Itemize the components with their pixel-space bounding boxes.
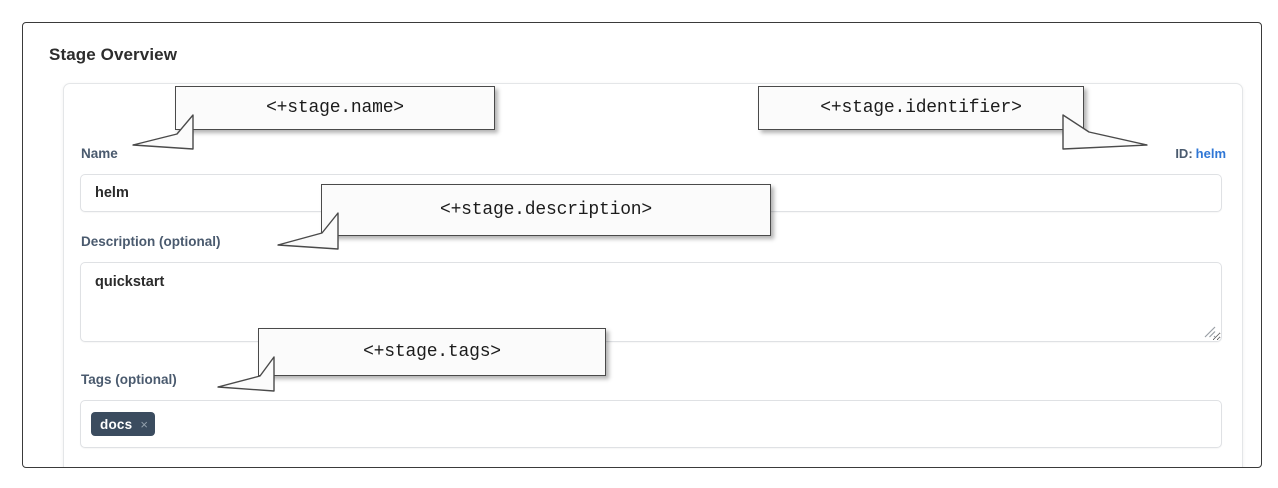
stage-identifier-callout: <+stage.identifier> xyxy=(758,86,1084,130)
stage-description-callout: <+stage.description> xyxy=(321,184,771,236)
description-label: Description (optional) xyxy=(81,234,221,249)
stage-tags-callout: <+stage.tags> xyxy=(258,328,606,376)
name-label: Name xyxy=(81,146,118,161)
description-textarea[interactable] xyxy=(80,262,1222,342)
screenshot-frame: Stage Overview Name ID:helm Description … xyxy=(22,22,1262,468)
tags-input[interactable]: docs × xyxy=(80,400,1222,448)
tags-label: Tags (optional) xyxy=(81,372,177,387)
stage-id-display: ID:helm xyxy=(1175,146,1226,161)
tag-chip-docs[interactable]: docs × xyxy=(91,412,156,436)
close-icon[interactable]: × xyxy=(140,416,149,432)
page-title: Stage Overview xyxy=(49,45,178,64)
tag-chip-label: docs xyxy=(100,416,133,432)
stage-id-value[interactable]: helm xyxy=(1195,146,1226,161)
stage-overview-card: Name ID:helm Description (optional) Tags… xyxy=(63,83,1243,467)
stage-id-label: ID: xyxy=(1175,146,1193,161)
stage-name-callout: <+stage.name> xyxy=(175,86,495,130)
